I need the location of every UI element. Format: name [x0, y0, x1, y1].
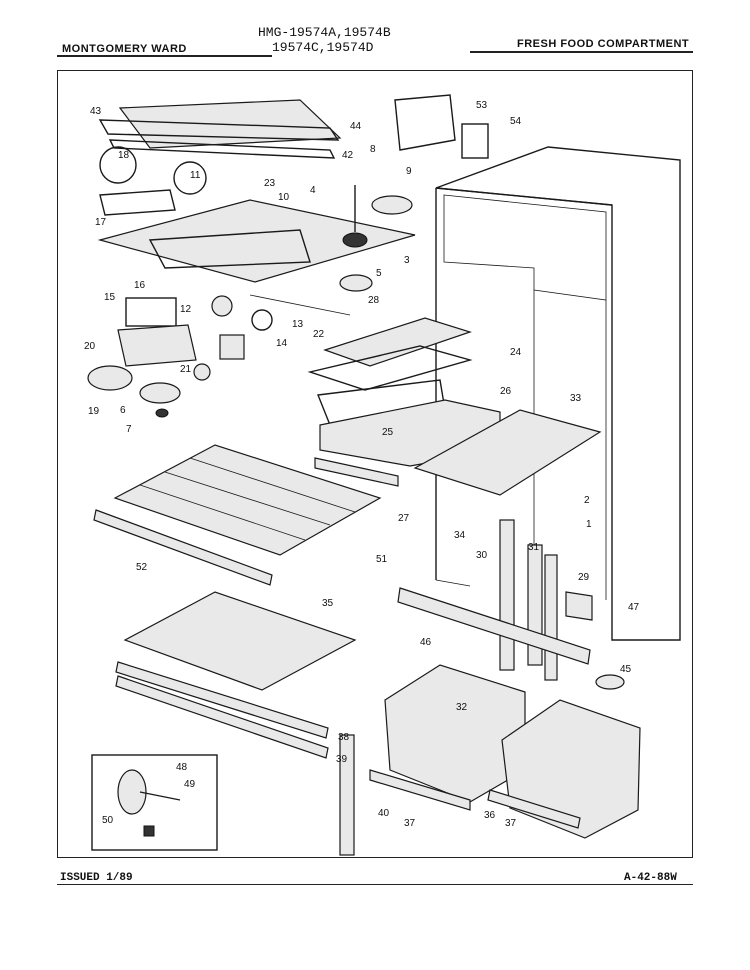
- callout-39: 39: [336, 754, 348, 765]
- callout-30: 30: [476, 550, 488, 561]
- grille-46: [397, 587, 591, 665]
- bracket-54: [461, 123, 489, 159]
- crisper-rail-left: [369, 769, 471, 811]
- callout-25: 25: [382, 427, 394, 438]
- callout-18: 18: [118, 150, 130, 161]
- thermostat-bracket: [99, 146, 207, 216]
- callout-8: 8: [370, 144, 376, 155]
- header-rule-right: [470, 51, 693, 53]
- callout-5: 5: [376, 268, 382, 279]
- callout-40: 40: [378, 808, 390, 819]
- callout-13: 13: [292, 319, 304, 330]
- shelf-front-52: [93, 509, 273, 586]
- callout-7: 7: [126, 424, 132, 435]
- part-9: [371, 195, 413, 215]
- callout-31: 31: [528, 542, 540, 553]
- trim-39: [115, 675, 329, 759]
- callout-47: 47: [628, 602, 640, 613]
- diagram-code: A-42-88W: [624, 872, 677, 884]
- callout-33: 33: [570, 393, 582, 404]
- callout-23: 23: [264, 178, 276, 189]
- callout-3: 3: [404, 255, 410, 266]
- callout-6: 6: [120, 405, 126, 416]
- callout-15: 15: [104, 292, 116, 303]
- callout-28: 28: [368, 295, 380, 306]
- wire-shelf-51: [113, 444, 382, 556]
- callout-35: 35: [322, 598, 334, 609]
- callout-37: 37: [505, 818, 517, 829]
- callout-29: 29: [578, 572, 590, 583]
- callout-22: 22: [313, 329, 325, 340]
- strip-27: [314, 457, 399, 487]
- part-45: [595, 674, 625, 690]
- callout-37: 37: [404, 818, 416, 829]
- callout-14: 14: [276, 338, 288, 349]
- footer-rule: [57, 884, 693, 885]
- callout-20: 20: [84, 341, 96, 352]
- callout-12: 12: [180, 304, 192, 315]
- model-numbers-line-1: HMG-19574A,19574B: [258, 25, 391, 40]
- section-title: FRESH FOOD COMPARTMENT: [517, 38, 690, 50]
- diagram-frame: [57, 70, 693, 858]
- rod-40: [339, 734, 355, 856]
- callout-21: 21: [180, 364, 192, 375]
- model-numbers-line-2: 19574C,19574D: [272, 40, 374, 55]
- callout-11: 11: [190, 170, 201, 181]
- control-housing: [97, 185, 416, 283]
- callout-10: 10: [278, 192, 290, 203]
- callout-4: 4: [310, 185, 316, 196]
- callout-27: 27: [398, 513, 410, 524]
- callout-34: 34: [454, 530, 466, 541]
- cabinet-outline: [435, 146, 681, 641]
- callout-45: 45: [620, 664, 632, 675]
- issued-date: ISSUED 1/89: [60, 872, 133, 884]
- callout-24: 24: [510, 347, 522, 358]
- callout-26: 26: [500, 386, 512, 397]
- callout-17: 17: [95, 217, 107, 228]
- callout-48: 48: [176, 762, 188, 773]
- inset-detail-box: [91, 754, 218, 851]
- callout-16: 16: [134, 280, 146, 291]
- callout-9: 9: [406, 166, 412, 177]
- callout-51: 51: [376, 554, 388, 565]
- callout-32: 32: [456, 702, 468, 713]
- callout-38: 38: [338, 732, 350, 743]
- callout-42: 42: [342, 150, 354, 161]
- brand-label: MONTGOMERY WARD: [62, 43, 187, 55]
- callout-44: 44: [350, 121, 362, 132]
- callout-50: 50: [102, 815, 114, 826]
- bracket-53: [394, 94, 456, 151]
- callout-43: 43: [90, 106, 102, 117]
- callout-numbers: 1234567891011121314151617181920212223242…: [84, 100, 640, 829]
- shelf-33: [413, 409, 602, 496]
- crisper-right: [501, 699, 641, 839]
- light-shield-assembly: [98, 99, 342, 159]
- damper-knob: [339, 274, 373, 292]
- part-47: [565, 591, 593, 621]
- crisper-rail-right: [487, 789, 581, 829]
- callout-19: 19: [88, 406, 100, 417]
- callout-49: 49: [184, 779, 196, 790]
- callout-1: 1: [586, 519, 592, 530]
- callout-52: 52: [136, 562, 148, 573]
- callout-46: 46: [420, 637, 432, 648]
- trim-38: [115, 661, 329, 739]
- callout-2: 2: [584, 495, 590, 506]
- glass-shelf-35: [123, 591, 357, 691]
- header-rule-left: [57, 55, 272, 57]
- thermostat-parts: [87, 294, 351, 418]
- callout-54: 54: [510, 116, 522, 127]
- callout-36: 36: [484, 810, 496, 821]
- callout-53: 53: [476, 100, 488, 111]
